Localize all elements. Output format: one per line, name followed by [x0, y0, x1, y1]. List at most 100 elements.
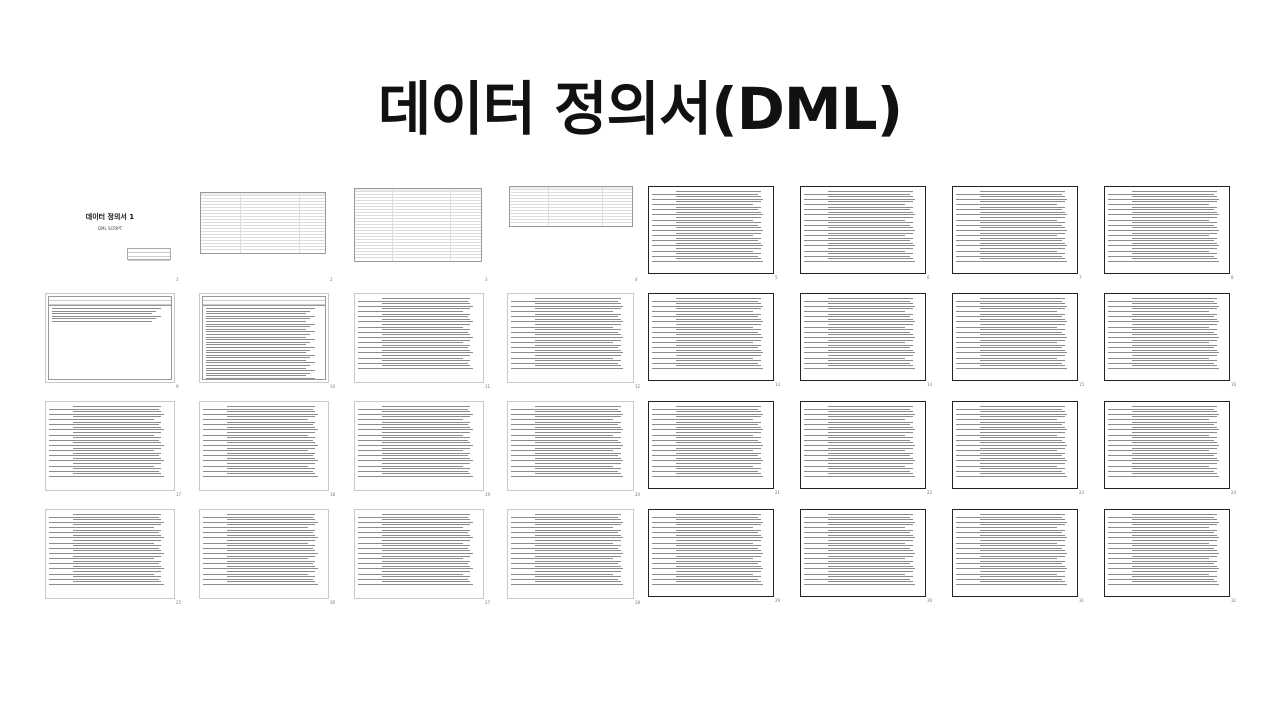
- text-line: [1108, 214, 1219, 216]
- text-line: [828, 349, 913, 351]
- text-line: [511, 310, 614, 312]
- page-thumbnail[interactable]: [199, 509, 329, 599]
- text-line: [980, 524, 1065, 526]
- cover-info-row: [128, 249, 170, 253]
- text-line: [73, 463, 161, 465]
- table-row: [510, 187, 632, 190]
- page-thumbnail[interactable]: [507, 509, 634, 599]
- text-line: [49, 444, 164, 446]
- text-line: [1132, 539, 1217, 541]
- page-thumbnail[interactable]: [354, 509, 484, 599]
- page-thumbnail[interactable]: [45, 293, 175, 383]
- text-line: [804, 347, 911, 349]
- page-thumbnail[interactable]: [952, 401, 1078, 489]
- page-thumbnail[interactable]: [800, 509, 926, 597]
- text-line: [382, 329, 470, 331]
- page-thumbnail[interactable]: [507, 186, 634, 276]
- page-thumbnail[interactable]: [800, 186, 926, 274]
- text-line: [956, 321, 1067, 323]
- table-cell: [241, 202, 301, 204]
- text-line: [652, 326, 754, 328]
- text-line: [358, 470, 468, 472]
- text-line: [956, 331, 1063, 333]
- text-line: [804, 460, 915, 462]
- text-line: [828, 452, 913, 454]
- text-line: [1108, 224, 1215, 226]
- page-thumbnail[interactable]: [199, 293, 329, 383]
- page-number: 2: [330, 277, 333, 282]
- page-thumbnail[interactable]: [1104, 186, 1230, 274]
- text-line: [511, 450, 614, 452]
- text-line: [676, 529, 761, 531]
- table-cell: [549, 223, 603, 226]
- text-line: [980, 334, 1065, 336]
- text-line: [956, 362, 1063, 364]
- page-thumbnail[interactable]: [648, 509, 774, 597]
- page-thumbnail[interactable]: [354, 293, 484, 383]
- text-line: [227, 416, 315, 418]
- table-cell: [549, 190, 603, 192]
- page-thumbnail[interactable]: [648, 401, 774, 489]
- text-line: [956, 460, 1067, 462]
- text-line: [1108, 347, 1215, 349]
- text-line: [49, 542, 154, 544]
- text-line: [382, 298, 470, 299]
- page-thumbnail[interactable]: [952, 186, 1078, 274]
- page-text-lines: [511, 514, 630, 587]
- text-line: [804, 357, 906, 359]
- text-line: [828, 196, 913, 198]
- page-thumbnail[interactable]: [648, 186, 774, 274]
- table-row: [201, 229, 325, 232]
- text-line: [980, 519, 1065, 521]
- page-thumbnail[interactable]: [45, 509, 175, 599]
- text-line: [676, 576, 761, 578]
- text-line: [52, 318, 157, 320]
- text-line: [1108, 235, 1210, 237]
- text-line: [358, 413, 473, 415]
- text-line: [956, 235, 1058, 237]
- page-thumbnail[interactable]: [507, 401, 634, 491]
- text-line: [652, 521, 763, 523]
- text-line: [206, 336, 306, 338]
- text-line: [956, 476, 1067, 478]
- page-thumbnail[interactable]: [952, 293, 1078, 381]
- page-thumbnail[interactable]: [199, 186, 329, 276]
- table-cell: [201, 238, 241, 240]
- text-line: [203, 470, 313, 472]
- table-cell: [355, 258, 393, 261]
- text-line: [382, 529, 470, 531]
- text-line: [358, 476, 473, 478]
- table-cell: [241, 217, 301, 219]
- page-thumbnail[interactable]: [800, 401, 926, 489]
- text-line: [980, 216, 1065, 218]
- page-thumbnail[interactable]: [199, 401, 329, 491]
- page-thumbnail[interactable]: [1104, 293, 1230, 381]
- text-line: [828, 334, 913, 336]
- text-line: [956, 521, 1067, 523]
- page-thumbnail[interactable]: [354, 186, 484, 276]
- text-line: [382, 339, 470, 341]
- text-line: [206, 320, 306, 322]
- page-thumbnail[interactable]: [952, 509, 1078, 597]
- page-text-lines: [358, 514, 480, 587]
- text-line: [956, 578, 1063, 580]
- text-line: [535, 555, 621, 557]
- text-line: [535, 565, 621, 567]
- table-cell: [549, 196, 603, 198]
- page-thumbnail[interactable]: [354, 401, 484, 491]
- table-cell: [241, 223, 301, 225]
- text-line: [535, 473, 621, 475]
- page-thumbnail[interactable]: [1104, 401, 1230, 489]
- page-thumbnail[interactable]: [507, 293, 634, 383]
- page-thumbnail[interactable]: [800, 293, 926, 381]
- text-line: [535, 406, 621, 407]
- text-line: [535, 514, 621, 515]
- page-thumbnail[interactable]: [45, 401, 175, 491]
- page-thumbnail[interactable]: [648, 293, 774, 381]
- page-thumbnail[interactable]: [1104, 509, 1230, 597]
- page-number: 8: [1231, 275, 1234, 280]
- table-cell: [510, 220, 550, 222]
- table-row: [201, 196, 325, 199]
- text-line: [227, 447, 315, 449]
